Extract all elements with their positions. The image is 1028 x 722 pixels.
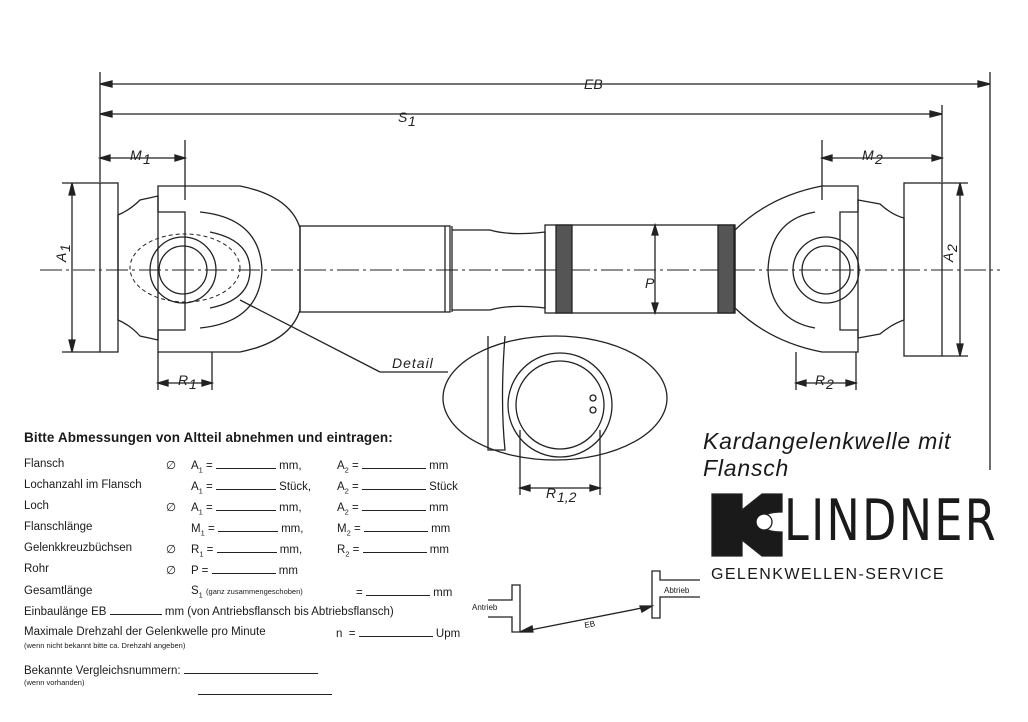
a2-lochanzahl-field[interactable] bbox=[361, 479, 426, 490]
row-label: Loch bbox=[24, 500, 49, 512]
row-label: Lochanzahl im Flansch bbox=[24, 479, 142, 491]
m1-field[interactable] bbox=[217, 521, 278, 532]
antrieb-label: Antrieb bbox=[472, 603, 498, 612]
a1-flansch-field[interactable] bbox=[215, 458, 276, 469]
row-label: Maximale Drehzahl der Gelenkwelle pro Mi… bbox=[24, 626, 266, 638]
vergleich-note: (wenn vorhanden) bbox=[24, 678, 85, 687]
dim-a1-label: A bbox=[53, 253, 69, 263]
diameter-symbol: ∅ bbox=[166, 544, 177, 556]
dim-s1-subscript: 1 bbox=[408, 113, 416, 129]
form-heading: Bitte Abmessungen von Altteil abnehmen u… bbox=[24, 430, 393, 445]
row-label: Flanschlänge bbox=[24, 521, 93, 533]
abtrieb-label: Abtrieb bbox=[664, 586, 690, 595]
dim-r12-label: R bbox=[546, 485, 556, 501]
dim-r12-subscript: 1,2 bbox=[557, 489, 577, 505]
dim-s1-label: S bbox=[398, 109, 408, 125]
dim-a2-label: A bbox=[940, 253, 956, 263]
dim-m2-subscript: 2 bbox=[874, 151, 883, 167]
diameter-symbol: ∅ bbox=[166, 502, 177, 514]
flange-eb-label: EB bbox=[584, 619, 596, 630]
dim-r2-subscript: 2 bbox=[825, 376, 834, 392]
diameter-symbol: ∅ bbox=[166, 565, 177, 577]
dim-m2-label: M bbox=[862, 147, 874, 163]
vergleich-field-1[interactable] bbox=[183, 663, 318, 674]
r1-field[interactable] bbox=[216, 542, 277, 553]
measurement-form: Bitte Abmessungen von Altteil abnehmen u… bbox=[24, 430, 494, 695]
a1-loch-field[interactable] bbox=[215, 500, 276, 511]
dim-a1-subscript: 1 bbox=[57, 244, 73, 252]
drehzahl-note: (wenn nicht bekannt bitte ca. Drehzahl a… bbox=[24, 641, 186, 650]
row-label: Gesamtlänge bbox=[24, 585, 93, 597]
row-label: Gelenkkreuzbüchsen bbox=[24, 542, 133, 554]
logo-wordmark: LINDNER bbox=[784, 488, 999, 554]
dim-r2-label: R bbox=[815, 372, 825, 388]
eb-field[interactable] bbox=[109, 604, 162, 615]
a2-loch-field[interactable] bbox=[361, 500, 426, 511]
dim-m1-label: M bbox=[130, 147, 142, 163]
dim-r1-subscript: 1 bbox=[189, 376, 197, 392]
dim-a2-subscript: 2 bbox=[944, 244, 960, 253]
s1-field[interactable] bbox=[365, 585, 430, 596]
product-title: Kardangelenkwelle mit Flansch bbox=[703, 428, 952, 481]
a1-lochanzahl-field[interactable] bbox=[215, 479, 276, 490]
dim-p-label: P bbox=[645, 275, 655, 291]
dim-m1-subscript: 1 bbox=[143, 151, 151, 167]
drehzahl-field[interactable] bbox=[358, 626, 433, 637]
a2-flansch-field[interactable] bbox=[361, 458, 426, 469]
detail-label: Detail bbox=[392, 355, 434, 371]
p-field[interactable] bbox=[211, 563, 276, 574]
row-label: Rohr bbox=[24, 563, 49, 575]
dim-eb-label: EB bbox=[584, 76, 603, 92]
m2-field[interactable] bbox=[363, 521, 428, 532]
diameter-symbol: ∅ bbox=[166, 460, 177, 472]
vergleich-field-2[interactable] bbox=[198, 684, 332, 695]
row-label: Flansch bbox=[24, 458, 65, 470]
dim-r1-label: R bbox=[178, 372, 188, 388]
logo-subtitle: GELENKWELLEN-SERVICE bbox=[711, 566, 945, 583]
r2-field[interactable] bbox=[362, 542, 427, 553]
